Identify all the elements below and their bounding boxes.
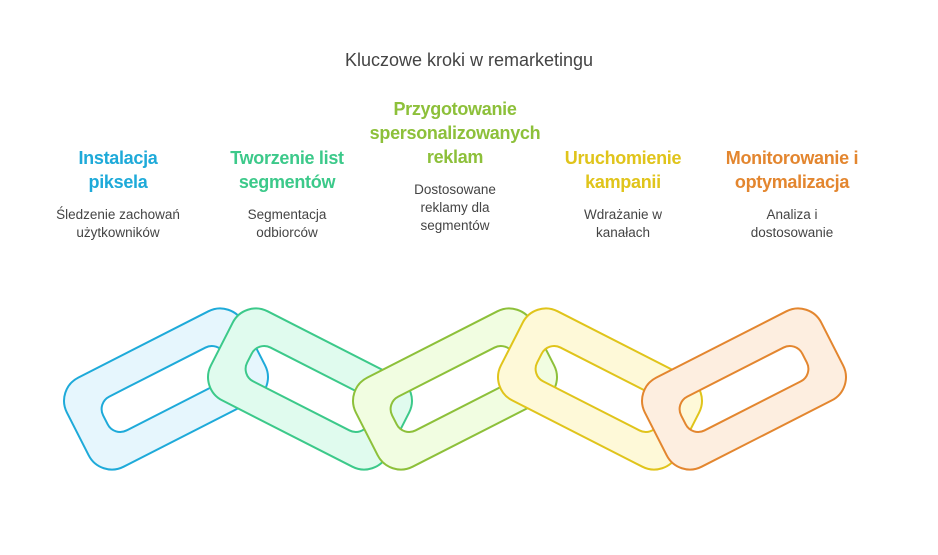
step-title: Uruchomienie kampanii [564,148,682,192]
step-2: Tworzenie list segmentów Segmentacja odb… [207,146,367,242]
step-description: Wdrażanie w kanałach [583,207,663,240]
step-description: Segmentacja odbiorców [247,207,327,240]
step-3: Przygotowanie spersonalizowanych reklam … [355,97,555,235]
step-4: Uruchomienie kampanii Wdrażanie w kanała… [543,146,703,242]
step-description: Analiza i dostosowanie [750,207,834,240]
step-title: Przygotowanie spersonalizowanych reklam [369,99,541,167]
step-title: Monitorowanie i optymalizacja [725,148,859,192]
step-description: Dostosowane reklamy dla segmentów [414,182,496,233]
step-5: Monitorowanie i optymalizacja Analiza i … [712,146,872,242]
diagram-title: Kluczowe kroki w remarketingu [344,50,594,70]
step-1: Instalacja piksela Śledzenie zachowań uż… [38,146,198,242]
chain-link-5 [641,307,847,471]
step-title: Instalacja piksela [78,148,158,192]
step-description: Śledzenie zachowań użytkowników [56,207,180,240]
step-title: Tworzenie list segmentów [230,148,344,192]
